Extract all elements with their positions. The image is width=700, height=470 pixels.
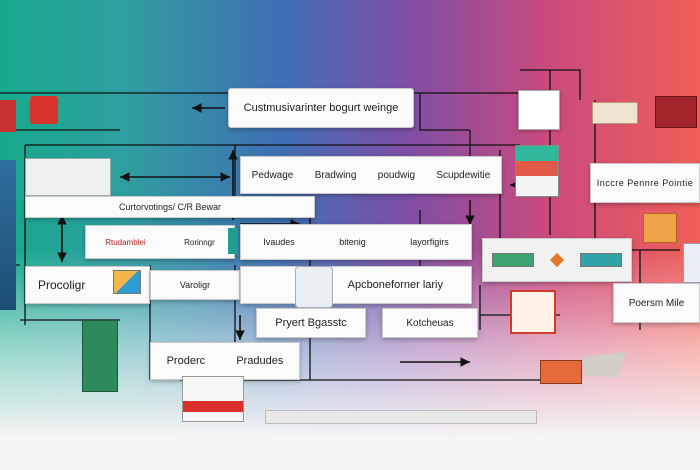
row3-label-2: Rorinngr: [184, 237, 215, 247]
right-chip-panel: [482, 238, 632, 282]
book-icon: [0, 100, 16, 132]
teal-chip-icon: [228, 228, 238, 254]
process-row-4c: Apcboneforner lariy: [240, 266, 472, 304]
plant-icon: [683, 243, 700, 283]
row4-label-3: Apcboneforner lariy: [347, 279, 443, 291]
row5-label-2: Kotcheuas: [406, 317, 454, 329]
row1-label-1: Pedwage: [251, 169, 294, 181]
right-top-label: Inccre Pennre Pointie: [596, 178, 694, 188]
row3-label-4: bitenig: [339, 237, 366, 247]
sticky-note-icon: [643, 213, 677, 243]
header-title-text: Custmusivarinter bogurt weinge: [243, 102, 399, 114]
toolbox-icon: [655, 96, 697, 128]
row4-label-1: Procoligr: [38, 278, 86, 292]
process-row-5b: Kotcheuas: [382, 308, 478, 338]
row3-label-1: Rtudamblei: [105, 237, 146, 247]
row3-label-3: Ivaudes: [263, 237, 295, 247]
color-card-icon: [113, 270, 141, 294]
right-top-box: Inccre Pennre Pointie: [590, 163, 700, 203]
row5-label-1: Pryert Bgasstc: [275, 317, 347, 329]
box-icon: [540, 360, 582, 384]
process-row-6: Proderc Pradudes: [150, 342, 300, 380]
chip-teal-icon: [580, 253, 622, 267]
chip-green-icon: [492, 253, 534, 267]
server-icon: [0, 160, 16, 310]
process-row-3b: Ivaudes bitenig layorfigirs: [240, 224, 472, 260]
red-parcel-icon: [182, 376, 244, 422]
row2-label: Curtorvotings/ C/R Bewar: [118, 202, 222, 212]
row6-label-2: Pradudes: [236, 355, 284, 367]
process-row-1: Pedwage Bradwing poudwig Scupdewitie: [240, 156, 502, 194]
row1-label-3: poudwig: [377, 169, 416, 181]
row4-label-2: Varoligr: [179, 280, 211, 290]
right-mid-label: Poersm Mile: [628, 297, 685, 309]
process-row-5a: Pryert Bgasstc: [256, 308, 366, 338]
stack-icon: [515, 145, 559, 197]
printer-icon: [25, 158, 111, 196]
row3-label-5: layorfigirs: [410, 237, 449, 247]
row1-label-4: Scupdewitie: [436, 169, 491, 181]
document-icon: [518, 90, 560, 130]
header-title-box: Custmusivarinter bogurt weinge: [228, 88, 414, 128]
row6-label-1: Proderc: [166, 355, 206, 367]
pot-icon: [30, 96, 58, 124]
folder-icon: [592, 102, 638, 124]
process-row-4b: Varoligr: [150, 270, 240, 300]
green-device-icon: [82, 320, 118, 392]
clipboard-icon: [510, 290, 556, 334]
process-row-3a: Rtudamblei Rorinngr: [85, 225, 235, 259]
keyboard-icon: [265, 410, 537, 424]
monitor-icon: [295, 266, 333, 308]
right-mid-box: Poersm Mile: [613, 283, 700, 323]
row1-label-2: Bradwing: [314, 169, 357, 181]
process-row-2: Curtorvotings/ C/R Bewar: [25, 196, 315, 218]
chip-orange-icon: [549, 252, 565, 268]
